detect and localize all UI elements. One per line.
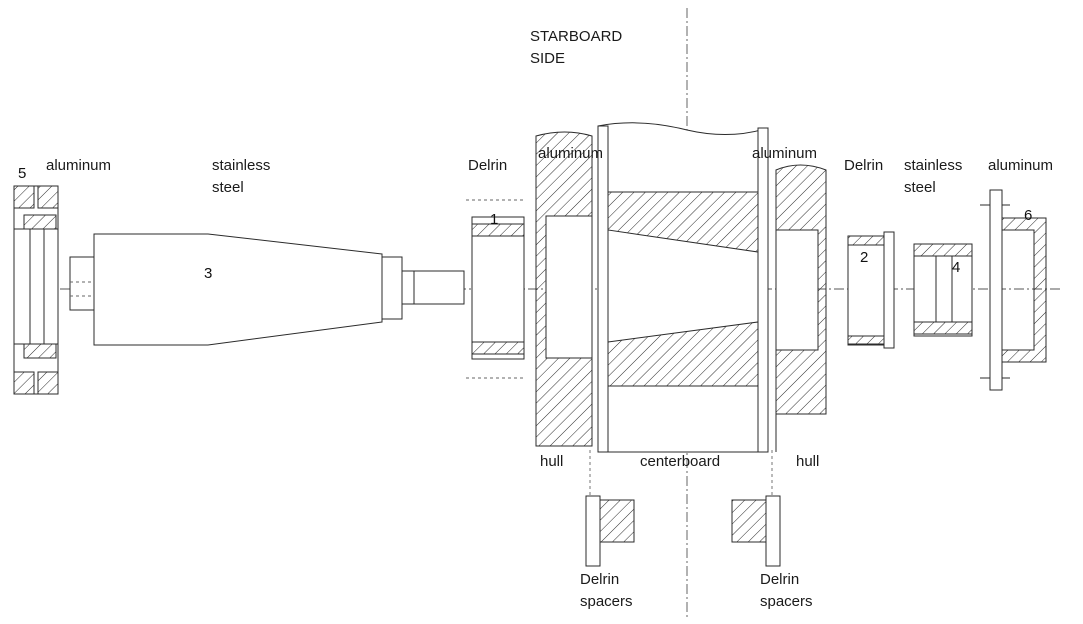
part-1-delrin-bushing xyxy=(466,199,525,379)
delrin-spacer-right xyxy=(731,495,781,567)
label-aluminum-center-left: aluminum xyxy=(538,145,603,162)
label-stainless-right-2: steel xyxy=(904,179,936,196)
part-2-delrin-bushing xyxy=(847,231,895,349)
label-stainless-right-1: stainless xyxy=(904,157,962,174)
part-number-6: 6 xyxy=(1024,207,1032,224)
side-label: SIDE xyxy=(530,50,565,67)
hull-aluminum-right xyxy=(775,164,827,452)
label-aluminum-center-right: aluminum xyxy=(752,145,817,162)
part-number-5: 5 xyxy=(18,165,26,182)
part-number-4: 4 xyxy=(952,259,960,276)
part-number-3: 3 xyxy=(204,265,212,282)
label-hull-left: hull xyxy=(540,453,563,470)
label-centerboard: centerboard xyxy=(640,453,720,470)
label-stainless-left-1: stainless xyxy=(212,157,270,174)
part-3-stainless-pin xyxy=(69,233,465,346)
label-spacers-right-1: Delrin xyxy=(760,571,799,588)
label-delrin-left: Delrin xyxy=(468,157,507,174)
hull-aluminum-left xyxy=(535,131,593,447)
part-4-stainless-nut xyxy=(913,243,973,337)
label-stainless-left-2: steel xyxy=(212,179,244,196)
label-aluminum-left: aluminum xyxy=(46,157,111,174)
centerboard xyxy=(597,122,769,453)
label-spacers-left-1: Delrin xyxy=(580,571,619,588)
part-number-1: 1 xyxy=(490,211,498,228)
part-6-aluminum-cap xyxy=(980,189,1047,391)
label-delrin-right: Delrin xyxy=(844,157,883,174)
label-spacers-right-2: spacers xyxy=(760,593,813,610)
starboard-label: STARBOARD xyxy=(530,28,622,45)
delrin-spacer-left xyxy=(585,495,635,567)
part-number-2: 2 xyxy=(860,249,868,266)
label-hull-right: hull xyxy=(796,453,819,470)
label-spacers-left-2: spacers xyxy=(580,593,633,610)
part-5-aluminum-flange xyxy=(13,185,59,395)
label-aluminum-right: aluminum xyxy=(988,157,1053,174)
